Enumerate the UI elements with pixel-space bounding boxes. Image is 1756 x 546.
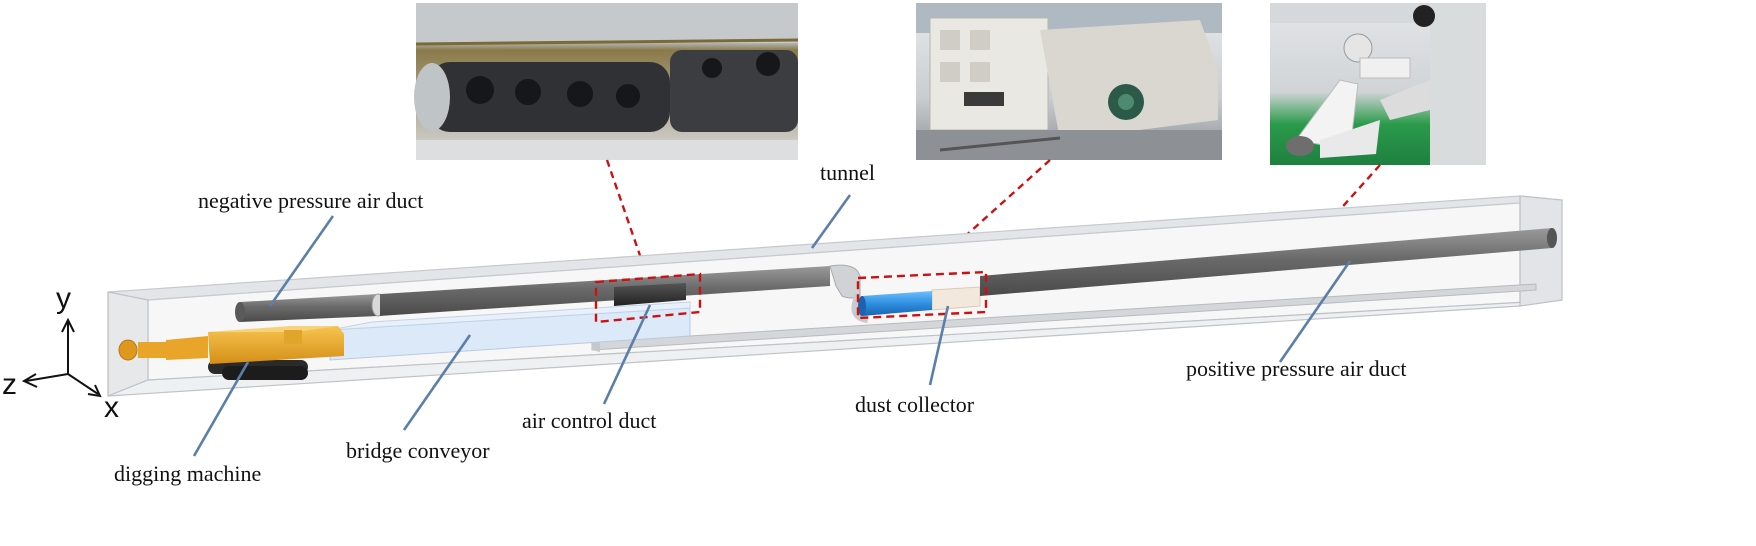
photo-air-control-duct — [414, 3, 799, 160]
axis-label-y: y — [56, 282, 71, 315]
dust-collector-body — [858, 286, 981, 316]
floor-rail — [591, 283, 1537, 352]
leader-lines — [192, 194, 1352, 457]
label-air-control-duct: air control duct — [522, 408, 657, 433]
coordinate-axes — [21, 317, 102, 398]
label-negative-pressure-air-duct: negative pressure air duct — [198, 188, 424, 213]
bridge-conveyor — [329, 301, 691, 361]
label-dust-collector: dust collector — [855, 392, 975, 417]
label-digging-machine: digging machine — [114, 461, 262, 486]
label-tunnel: tunnel — [820, 160, 875, 185]
label-positive-pressure-air-duct: positive pressure air duct — [1186, 356, 1407, 381]
callout-boxes — [594, 270, 988, 324]
callout-lines — [605, 159, 1381, 276]
axis-label-z: z — [2, 368, 17, 401]
axis-label-x: x — [104, 391, 119, 424]
label-bridge-conveyor: bridge conveyor — [346, 438, 490, 463]
digging-machine — [118, 326, 344, 380]
air-control-duct-segment — [614, 283, 686, 306]
photo-dust-collector — [916, 3, 1222, 160]
photo-positive-duct — [1270, 3, 1486, 165]
positive-pressure-duct — [980, 228, 1557, 296]
